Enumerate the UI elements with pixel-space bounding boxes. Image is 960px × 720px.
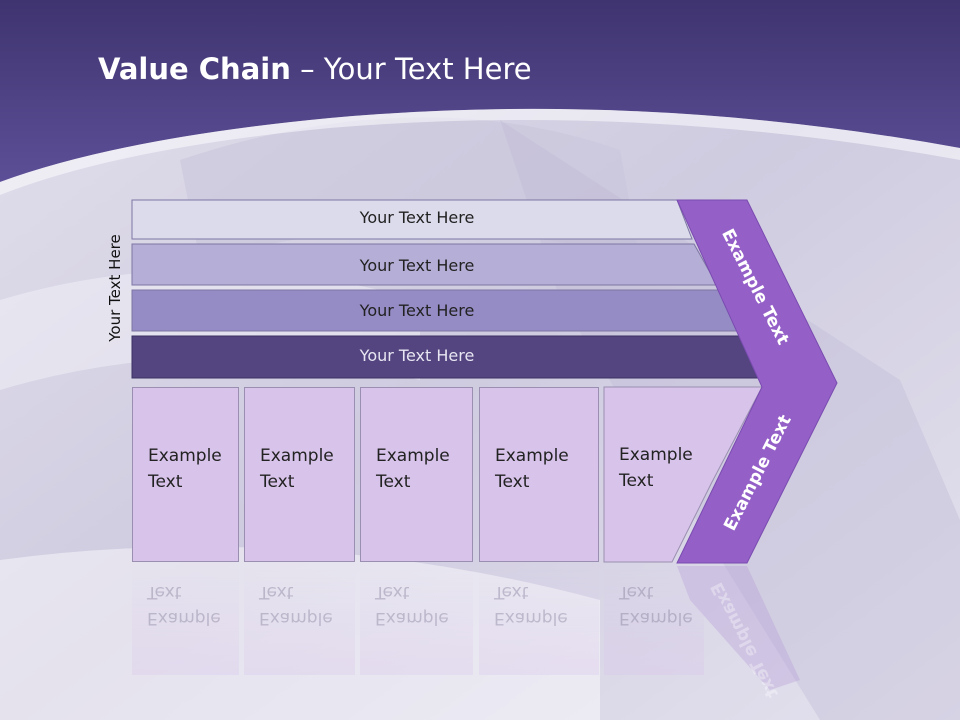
support-band-4-label: Your Text Here: [359, 346, 475, 365]
support-band-3-label: Your Text Here: [359, 301, 475, 320]
margin-chevron: [676, 199, 838, 564]
support-band-1-label: Your Text Here: [359, 208, 475, 227]
primary-cell-5-shape: [603, 386, 763, 563]
slide-title: Value Chain – Your Text Here: [98, 52, 532, 86]
support-band-2-label: Your Text Here: [359, 256, 475, 275]
side-label: Your Text Here: [106, 234, 124, 342]
chevron-reflection: [677, 566, 800, 690]
support-band-1: [131, 199, 693, 240]
